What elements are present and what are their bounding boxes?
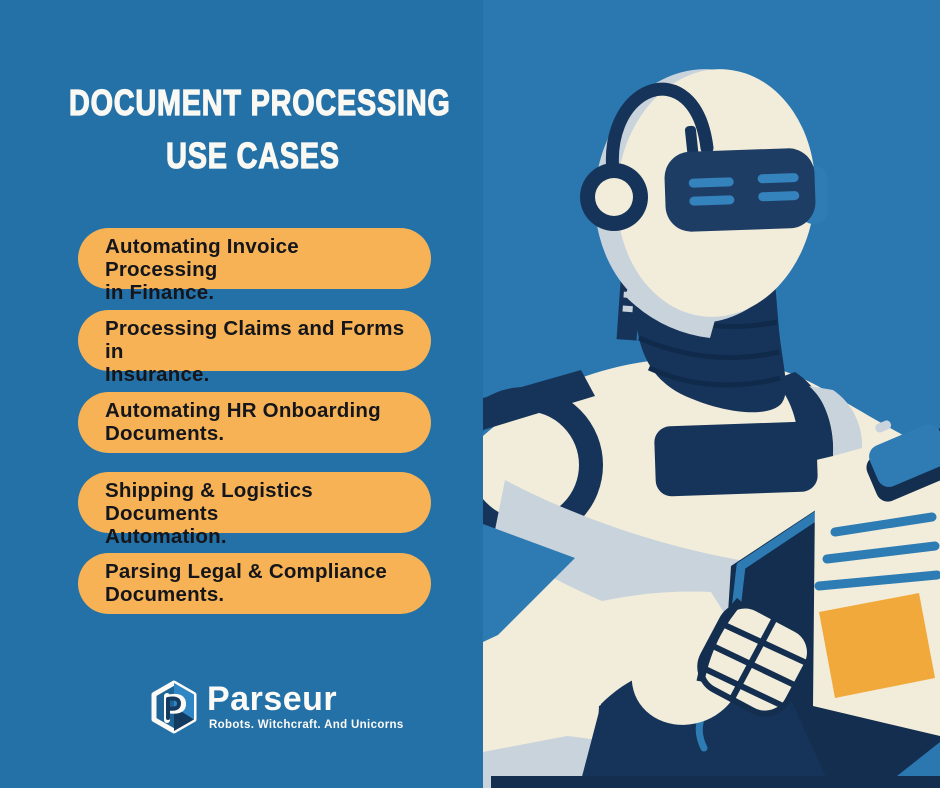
use-case-text: Shipping & Logistics Documents: [105, 479, 313, 525]
robot-chest-panel: [654, 421, 818, 497]
use-case-pill-hr: Automating HR Onboarding Documents.: [78, 392, 431, 453]
robot-ear-inner: [595, 178, 633, 216]
robot-head: [580, 69, 827, 338]
brand-tagline: Robots. Witchcraft. And Unicorns: [209, 719, 404, 731]
robot-visor: [664, 148, 816, 232]
use-case-pill-logistics: Shipping & Logistics Documents Automatio…: [78, 472, 431, 548]
paper-text-lines: [814, 512, 940, 591]
use-case-text: Automation.: [105, 525, 227, 548]
use-case-text: Documents.: [105, 422, 225, 445]
robot-illustration: [483, 0, 940, 788]
use-case-pill-invoice: Automating Invoice Processing in Finance…: [78, 228, 431, 304]
use-case-text: Documents.: [105, 583, 225, 606]
use-case-text: Parsing Legal & Compliance: [105, 560, 388, 583]
use-case-pill-legal: Parsing Legal & Compliance Documents.: [78, 553, 431, 614]
parseur-hexagon-icon: [151, 680, 197, 734]
paper-postit-note: [819, 593, 935, 698]
use-case-pill-claims: Processing Claims and Forms in Insurance…: [78, 310, 431, 386]
page-title-line1: DOCUMENT PROCESSING: [68, 81, 451, 123]
use-case-text: Automating HR Onboarding: [105, 399, 381, 422]
brand-name: Parseur: [207, 680, 338, 718]
robot-headband: [605, 82, 714, 187]
page-title-line2: USE CASES: [166, 134, 340, 176]
parseur-logo: Parseur Robots. Witchcraft. And Unicorns: [150, 678, 410, 740]
page-title: DOCUMENT PROCESSING USE CASES: [68, 76, 451, 182]
use-case-text: Insurance.: [105, 363, 210, 386]
robot-hand: [631, 597, 813, 725]
clipboard-clip: [866, 420, 940, 502]
robot-antenna: [684, 125, 699, 157]
use-case-text: in Finance.: [105, 281, 215, 304]
use-case-text: Automating Invoice Processing: [105, 235, 299, 281]
use-case-text: Processing Claims and Forms in: [105, 317, 405, 363]
